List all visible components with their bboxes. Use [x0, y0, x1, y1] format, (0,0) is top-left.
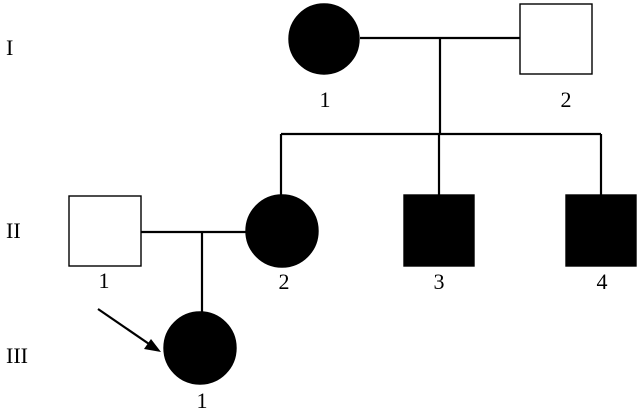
individual-label: 4: [597, 269, 608, 294]
generation-label-1: I: [6, 35, 13, 60]
individual-label: 2: [279, 269, 290, 294]
generation-label-2: II: [6, 218, 21, 243]
male-symbol: [519, 3, 593, 75]
male-symbol: [403, 194, 475, 267]
individual-i-1: 1: [288, 3, 360, 112]
female-symbol: [245, 194, 319, 268]
individual-label: 1: [320, 87, 331, 112]
generation-label-3: III: [6, 343, 28, 368]
individual-ii-4: 4: [565, 194, 637, 294]
individual-ii-3: 3: [403, 194, 475, 294]
male-symbol: [565, 194, 637, 267]
individual-ii-2: 2: [245, 194, 319, 294]
individual-label: 1: [99, 268, 110, 293]
individual-ii-1: 1: [68, 195, 142, 293]
individual-i-2: 2: [519, 3, 593, 112]
individual-label: 2: [561, 87, 572, 112]
female-symbol: [163, 311, 237, 385]
individual-label: 3: [434, 269, 445, 294]
individual-iii-1: 1: [163, 311, 237, 413]
female-symbol: [288, 3, 360, 75]
male-symbol: [68, 195, 142, 267]
individual-label: 1: [197, 388, 208, 413]
proband-arrow: [97, 308, 161, 352]
